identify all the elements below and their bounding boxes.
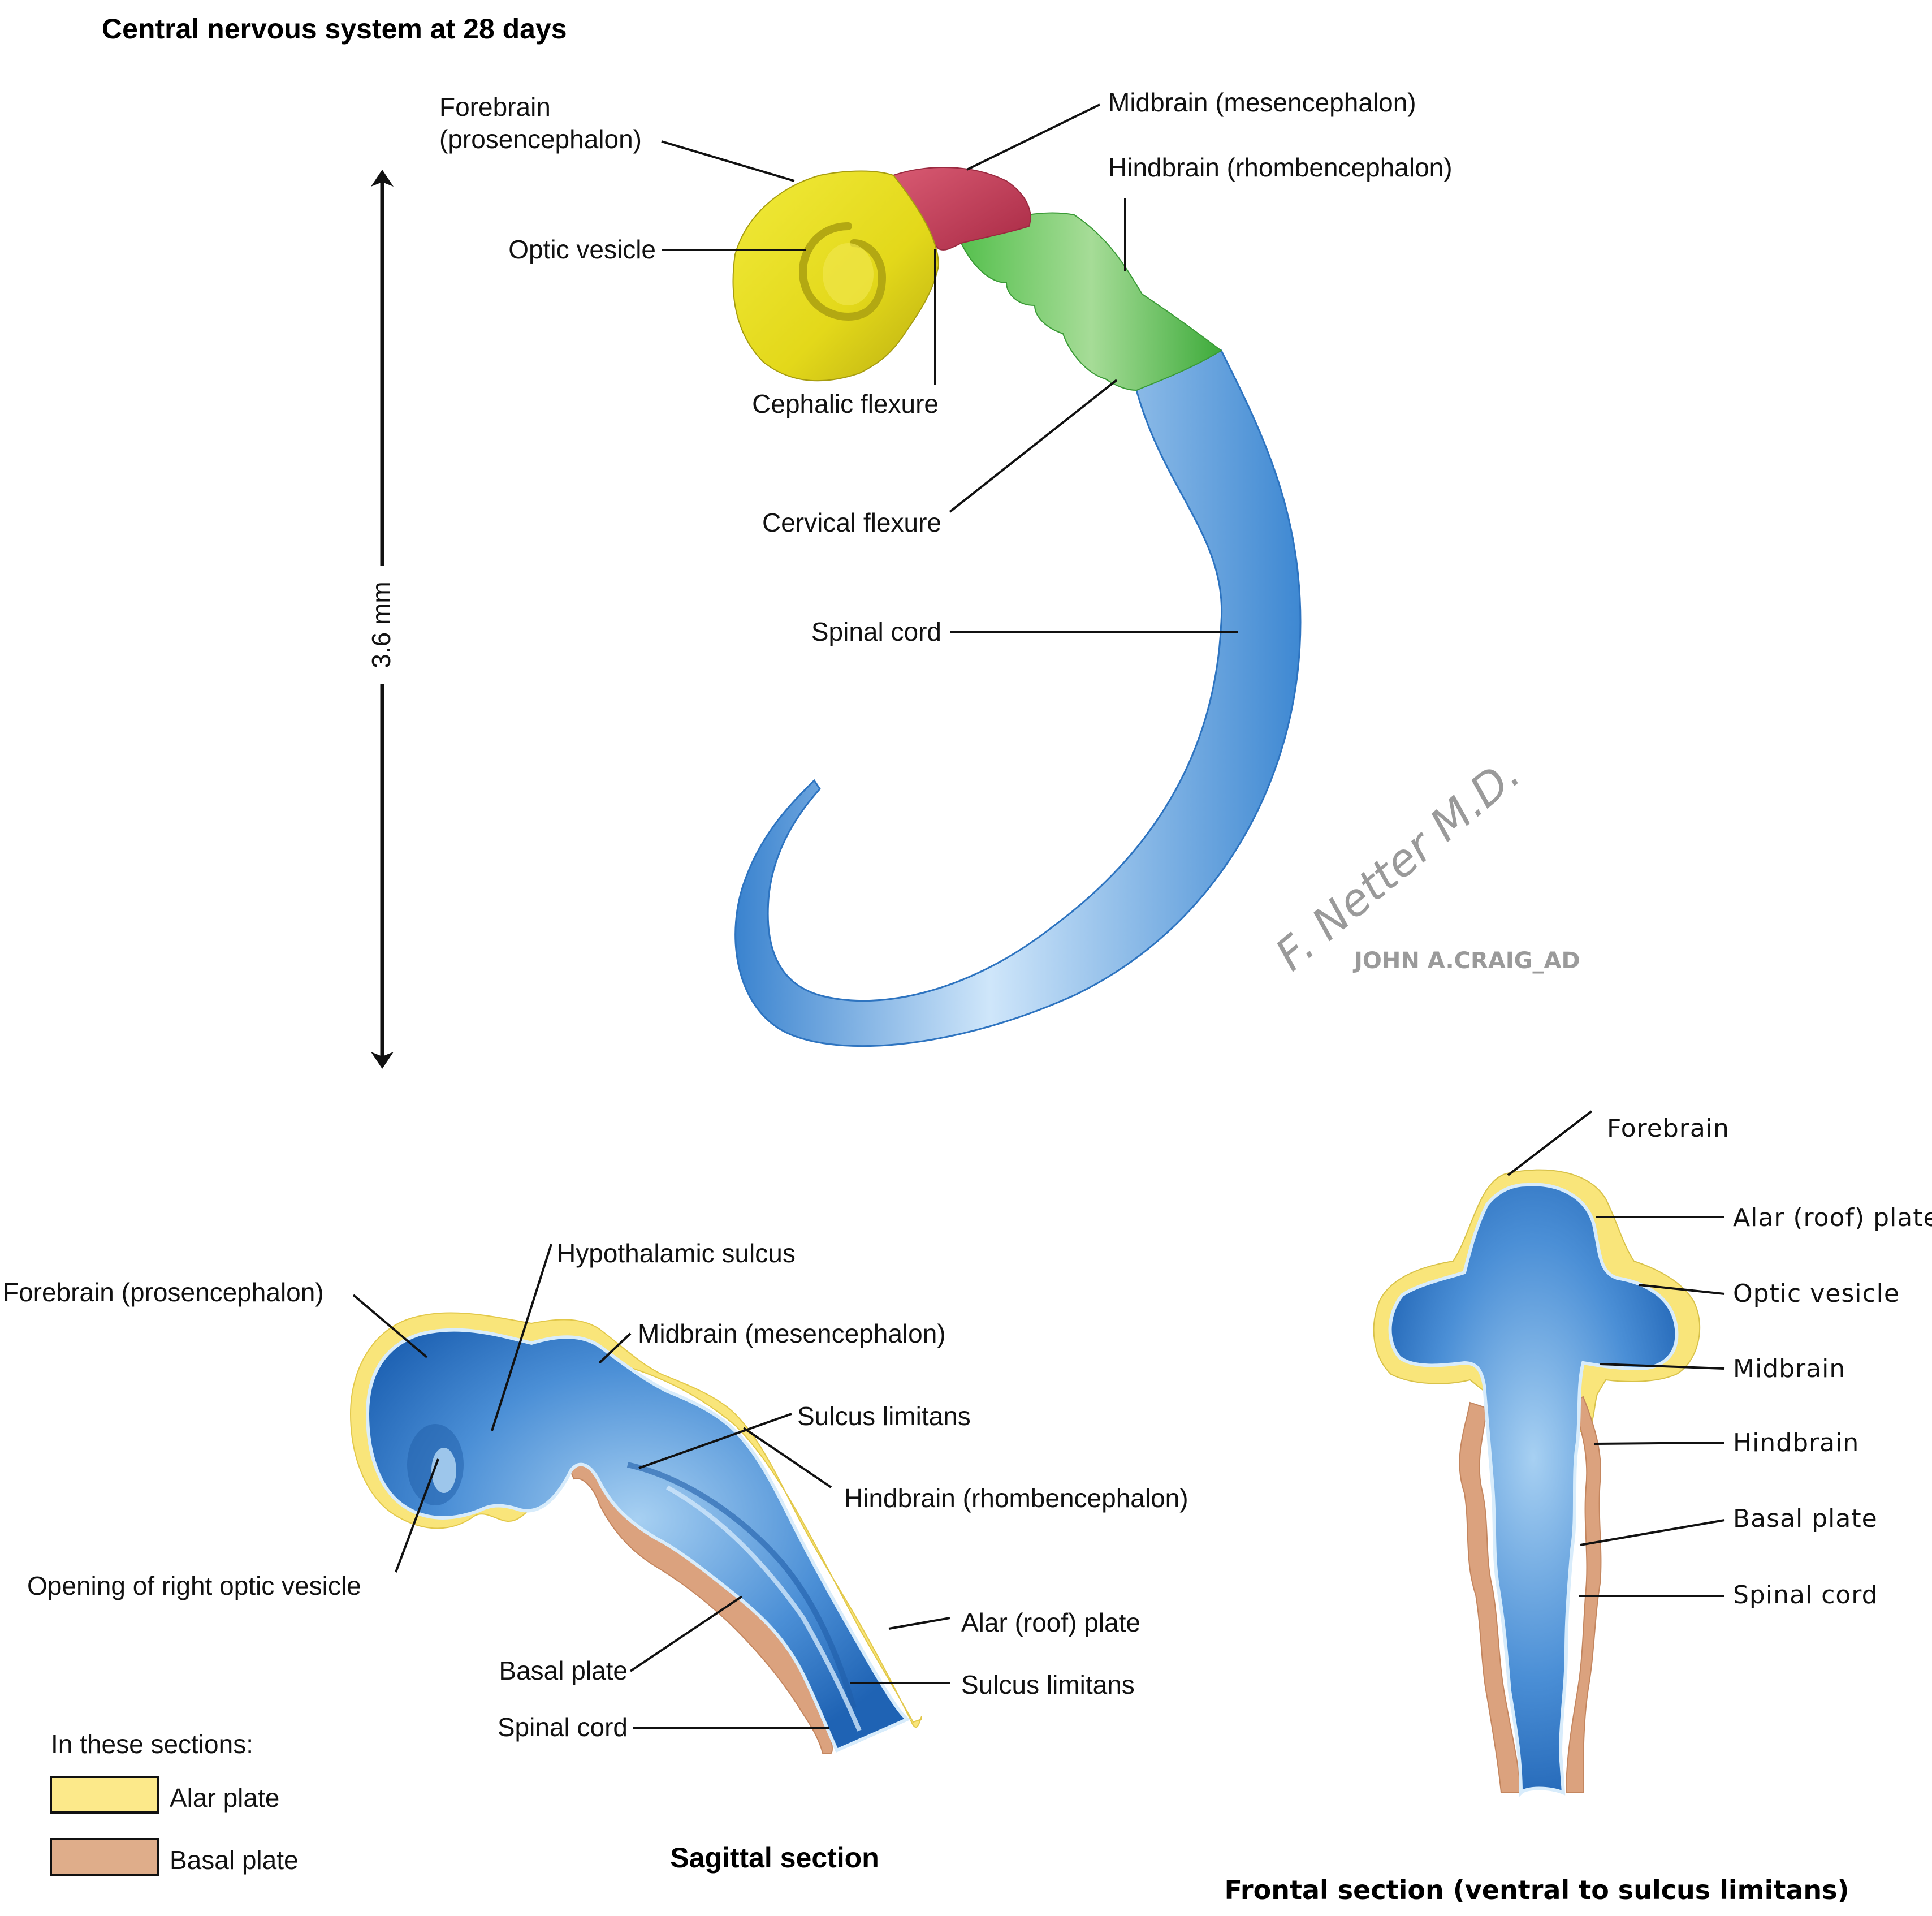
spinal-cord-shape [734,349,1302,1047]
leader-cervical-flexure [949,379,1118,513]
leader-front-midbrain [1600,1363,1725,1370]
label-forebrain-line1: Forebrain [439,92,551,122]
leader-sag-hindbrain [742,1427,832,1488]
leader-front-hindbrain [1594,1442,1725,1445]
frontal-section-caption: Frontal section (ventral to sulcus limit… [1224,1875,1849,1905]
leader-sag-optic-vesicle [395,1458,439,1573]
leader-midbrain [966,103,1100,171]
label-optic-vesicle: Optic vesicle [508,235,656,264]
sagittal-lumen-shape [365,1328,911,1753]
frontal-basal-plate-right [1565,1396,1602,1793]
label-front-spinal-cord: Spinal cord [1733,1581,1878,1609]
label-spinal-cord: Spinal cord [811,617,941,646]
legend-swatch-basal [50,1838,159,1876]
label-sag-sulcus-limitans-upper: Sulcus limitans [797,1401,971,1431]
optic-vesicle-shape [798,222,887,321]
optic-vesicle-highlight [823,243,874,305]
signature-craig: JOHN A.CRAIG_AD [1352,948,1580,974]
leader-sag-sulcus-limitans-upper [638,1413,792,1469]
label-forebrain-line2: (prosencephalon) [439,124,642,154]
label-midbrain: Midbrain (mesencephalon) [1108,88,1416,117]
arrow-up-icon [371,170,394,187]
label-sag-midbrain: Midbrain (mesencephalon) [638,1319,946,1348]
figure-title: Central nervous system at 28 days [102,13,567,45]
label-front-midbrain: Midbrain [1733,1354,1845,1383]
frontal-basal-plate-left [1459,1401,1522,1793]
label-sag-spinal-cord: Spinal cord [498,1712,628,1742]
leader-sag-hypothalamic-sulcus [491,1244,552,1431]
sagittal-sulcus-limitans-groove [626,1462,857,1709]
leader-sag-basal-plate [629,1595,743,1672]
hindbrain-shape [960,212,1222,391]
label-sag-hindbrain: Hindbrain (rhombencephalon) [844,1483,1188,1513]
label-front-optic-vesicle: Optic vesicle [1733,1279,1900,1308]
leader-front-optic-vesicle [1638,1284,1725,1295]
legend-swatch-alar [50,1776,159,1814]
signature-netter: F. Netter M.D. [1266,748,1530,981]
label-sag-sulcus-limitans-lower: Sulcus limitans [961,1670,1135,1699]
legend: In these sections: Alar plate Basal plat… [50,1729,299,1876]
label-sag-opening-optic-vesicle: Opening of right optic vesicle [27,1571,361,1600]
label-sag-hypothalamic-sulcus: Hypothalamic sulcus [557,1239,796,1268]
whole-embryo-cns: Forebrain (prosencephalon) Midbrain (mes… [439,88,1453,1047]
label-sag-forebrain: Forebrain (prosencephalon) [3,1278,324,1307]
label-cervical-flexure: Cervical flexure [762,508,941,537]
label-cephalic-flexure: Cephalic flexure [752,389,939,418]
leader-sag-forebrain [352,1294,428,1358]
frontal-section: Forebrain Alar (roof) plate Optic vesicl… [1224,1110,1932,1905]
scale-bar-label: 3.6 mm [366,581,396,668]
legend-heading: In these sections: [51,1729,253,1759]
leader-sag-midbrain [598,1332,632,1364]
label-front-hindbrain: Hindbrain [1733,1429,1859,1457]
sagittal-section: Hypothalamic sulcus Forebrain (prosencep… [3,1239,1188,1874]
sagittal-groove-highlight [666,1485,862,1732]
label-sag-alar-roof-plate: Alar (roof) plate [961,1608,1140,1637]
leader-forebrain [661,140,795,182]
label-front-alar-roof-plate: Alar (roof) plate [1733,1203,1932,1232]
leader-front-basal-plate [1580,1519,1725,1546]
frontal-lumen-shape [1388,1183,1679,1797]
label-front-basal-plate: Basal plate [1733,1504,1878,1533]
sagittal-section-caption: Sagittal section [670,1842,879,1874]
legend-label-basal: Basal plate [170,1845,299,1875]
arrow-down-icon [371,1052,394,1069]
legend-label-alar: Alar plate [170,1783,279,1813]
label-sag-basal-plate: Basal plate [499,1656,628,1685]
artist-signature: F. Netter M.D. JOHN A.CRAIG_AD [1266,748,1580,981]
scale-bar: 3.6 mm [366,170,396,1069]
leader-sag-alar-plate [888,1617,950,1630]
leader-front-forebrain [1507,1110,1593,1176]
label-front-forebrain: Forebrain [1607,1114,1730,1143]
label-hindbrain: Hindbrain (rhombencephalon) [1108,153,1453,182]
